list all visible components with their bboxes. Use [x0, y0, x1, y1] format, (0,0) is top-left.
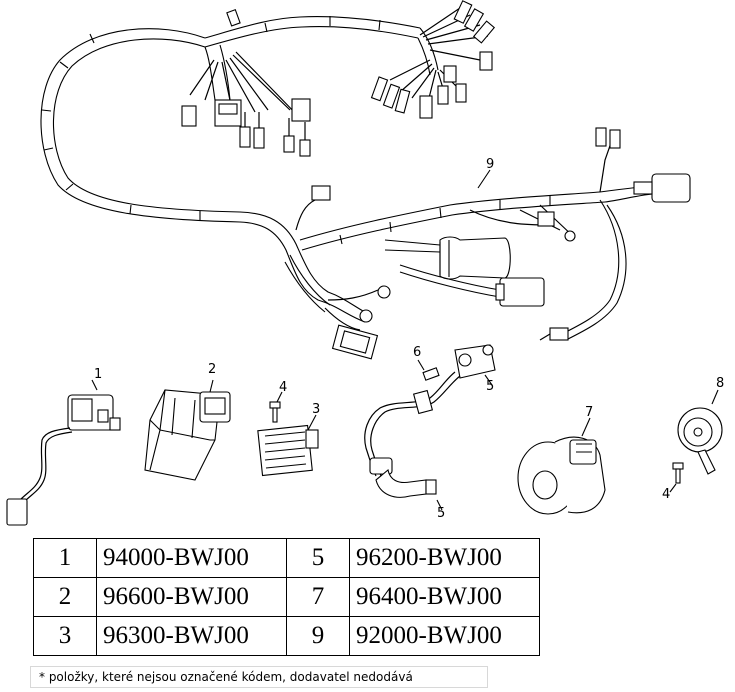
part-number-cell: 1 [33, 538, 97, 578]
part-number-cell: 7 [286, 577, 350, 617]
callout-9: 9 [486, 157, 494, 172]
part-number-cell: 5 [286, 538, 350, 578]
part-number-cell: 3 [33, 616, 97, 656]
callout-8: 8 [716, 376, 724, 391]
part-code-cell: 96200-BWJ00 [349, 538, 540, 578]
table-row: 2 96600-BWJ00 7 96400-BWJ00 [33, 577, 540, 617]
bolt-upper [269, 391, 283, 423]
callout-1: 1 [94, 367, 102, 382]
horn [677, 389, 723, 475]
callout-7: 7 [585, 405, 593, 420]
starter-relay [6, 379, 121, 526]
callout-5-lower: 5 [437, 506, 445, 521]
sensor-switch-cable [364, 344, 496, 511]
starter-motor-unit [517, 417, 606, 515]
supplier-note: * položky, které nejsou označené kódem, … [30, 666, 488, 688]
part-number-cell: 2 [33, 577, 97, 617]
screw [417, 359, 440, 381]
part-code-cell: 96300-BWJ00 [96, 616, 287, 656]
cdi-unit [144, 379, 231, 481]
bolt-lower [669, 462, 684, 493]
callout-5-upper: 5 [486, 379, 494, 394]
wiring-harness-exploded-diagram: 1 2 3 4 4 5 5 6 7 8 9 [6, 0, 724, 526]
part-code-cell: 92000-BWJ00 [349, 616, 540, 656]
regulator-rectifier [257, 414, 319, 477]
parts-code-table: 1 94000-BWJ00 5 96200-BWJ00 2 96600-BWJ0… [33, 538, 540, 656]
callout-3: 3 [312, 402, 320, 417]
main-wiring-harness [40, 0, 691, 360]
part-code-cell: 94000-BWJ00 [96, 538, 287, 578]
callout-2: 2 [208, 362, 216, 377]
callout-6: 6 [413, 345, 421, 360]
callout-4-lower: 4 [662, 487, 670, 502]
part-number-cell: 9 [286, 616, 350, 656]
part-code-cell: 96400-BWJ00 [349, 577, 540, 617]
table-row: 3 96300-BWJ00 9 92000-BWJ00 [33, 616, 540, 656]
callout-4-upper: 4 [279, 380, 287, 395]
table-row: 1 94000-BWJ00 5 96200-BWJ00 [33, 538, 540, 578]
part-code-cell: 96600-BWJ00 [96, 577, 287, 617]
